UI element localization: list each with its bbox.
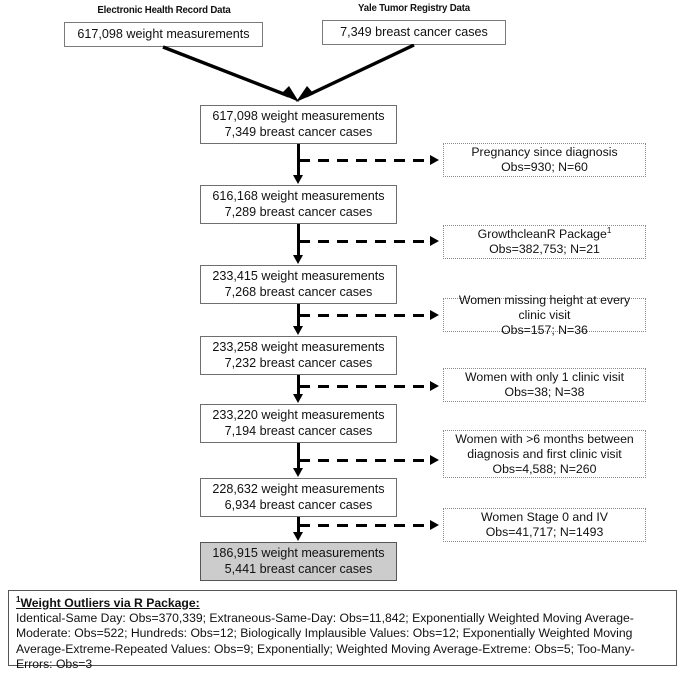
exclusion-box-3: Women missing height at every clinic vis…: [443, 293, 646, 337]
exclusion-arrow-6: [299, 524, 432, 527]
exclusion-box-5: Women with >6 months between diagnosis a…: [443, 430, 646, 478]
flow-box-6: 228,632 weight measurements 6,934 breast…: [200, 478, 397, 517]
footnote-heading: 1Weight Outliers via R Package:: [16, 594, 669, 611]
exclusion-box-6-line3: Obs=41,717; N=1493: [485, 525, 604, 539]
flow-box-2: 616,168 weight measurements 7,289 breast…: [200, 185, 397, 224]
exclusion-box-1: Pregnancy since diagnosis Obs=930; N=60: [443, 143, 646, 177]
connector-2: [297, 224, 300, 256]
footnote-body: Identical-Same Day: Obs=370,339; Extrane…: [16, 611, 635, 671]
connector-2-head: [293, 255, 303, 264]
flow-box-4-line1: 233,258 weight measurements: [212, 340, 385, 354]
footnote-marker: 1: [16, 594, 21, 604]
exclusion-box-5-line3: Obs=4,588; N=260: [492, 461, 597, 476]
exclusion-box-2: GrowthcleanR Package1 Obs=382,753; N=21: [443, 225, 646, 259]
exclusion-arrow-6-head: [430, 520, 439, 530]
exclusion-arrow-1-head: [430, 155, 439, 165]
connector-5: [297, 443, 300, 469]
footnote-box: 1Weight Outliers via R Package: Identica…: [8, 590, 677, 671]
flow-box-1-line1: 617,098 weight measurements: [212, 109, 385, 123]
connector-5-head: [293, 468, 303, 477]
flow-box-4-line2: 7,232 breast cancer cases: [224, 355, 373, 370]
connector-4-head: [293, 394, 303, 403]
connector-1-head: [293, 175, 303, 184]
flow-box-6-line2: 6,934 breast cancer cases: [224, 497, 373, 512]
flow-box-2-line2: 7,289 breast cancer cases: [224, 204, 373, 219]
exclusion-box-1-line1: Pregnancy since diagnosis: [471, 145, 618, 159]
exclusion-arrow-5-head: [430, 455, 439, 465]
flow-box-6-line1: 228,632 weight measurements: [212, 482, 385, 496]
exclusion-box-6: Women Stage 0 and IV Obs=41,717; N=1493: [443, 508, 646, 542]
exclusion-box-2-line3: Obs=382,753; N=21: [489, 242, 600, 256]
flow-box-1: 617,098 weight measurements 7,349 breast…: [200, 105, 397, 144]
flow-box-5: 233,220 weight measurements 7,194 breast…: [200, 404, 397, 443]
exclusion-box-5-line1: Women with >6 months between: [455, 431, 634, 446]
exclusion-box-4-line1: Women with only 1 clinic visit: [464, 370, 624, 384]
exclusion-arrow-4-head: [430, 381, 439, 391]
exclusion-arrow-3-head: [430, 310, 439, 320]
exclusion-arrow-1: [299, 159, 432, 162]
exclusion-box-1-line3: Obs=930; N=60: [501, 160, 588, 174]
source-box-ehr: 617,098 weight measurements: [64, 22, 263, 47]
connector-1: [297, 144, 300, 176]
flow-box-5-line1: 233,220 weight measurements: [212, 408, 385, 422]
flow-box-3-line2: 7,268 breast cancer cases: [224, 284, 373, 299]
exclusion-arrow-2-head: [430, 236, 439, 246]
exclusion-box-2-footnote-marker: 1: [606, 225, 612, 235]
flow-box-final: 186,915 weight measurements 5,441 breast…: [200, 542, 397, 581]
exclusion-box-4: Women with only 1 clinic visit Obs=38; N…: [443, 368, 646, 402]
exclusion-arrow-5: [299, 459, 432, 462]
source-header-ehr: Electronic Health Record Data: [97, 4, 231, 16]
flow-box-5-line2: 7,194 breast cancer cases: [224, 423, 373, 438]
exclusion-box-2-label: GrowthcleanR Package: [477, 227, 607, 241]
flow-box-1-line2: 7,349 breast cancer cases: [224, 124, 373, 139]
converging-arrows: [162, 44, 415, 102]
exclusion-box-5-line2: diagnosis and first clinic visit: [467, 446, 622, 461]
exclusion-box-4-line3: Obs=38; N=38: [504, 385, 585, 399]
flow-box-final-line2: 5,441 breast cancer cases: [224, 561, 373, 576]
source-box-registry-text: 7,349 breast cancer cases: [340, 24, 488, 39]
exclusion-arrow-2: [299, 240, 432, 243]
exclusion-box-3-line1: Women missing height at every clinic vis…: [458, 292, 631, 322]
exclusion-box-3-line3: Obs=157; N=36: [501, 322, 588, 337]
source-header-registry: Yale Tumor Registry Data: [358, 2, 470, 14]
connector-4: [297, 375, 300, 395]
connector-6-head: [293, 532, 303, 541]
connector-3: [297, 304, 300, 327]
footnote-heading-text: Weight Outliers via R Package:: [20, 596, 200, 610]
flow-box-2-line1: 616,168 weight measurements: [212, 189, 385, 203]
flow-box-3-line1: 233,415 weight measurements: [212, 269, 385, 283]
flow-box-4: 233,258 weight measurements 7,232 breast…: [200, 336, 397, 375]
source-box-ehr-text: 617,098 weight measurements: [77, 26, 250, 41]
flow-box-3: 233,415 weight measurements 7,268 breast…: [200, 265, 397, 304]
exclusion-arrow-4: [299, 385, 432, 388]
exclusion-arrow-3: [299, 314, 432, 317]
exclusion-box-2-line1: GrowthcleanR Package1: [477, 225, 612, 242]
flow-box-final-line1: 186,915 weight measurements: [212, 546, 385, 560]
connector-6: [297, 517, 300, 533]
source-box-registry: 7,349 breast cancer cases: [322, 20, 506, 45]
exclusion-box-6-line1: Women Stage 0 and IV: [481, 510, 608, 524]
connector-3-head: [293, 326, 303, 335]
